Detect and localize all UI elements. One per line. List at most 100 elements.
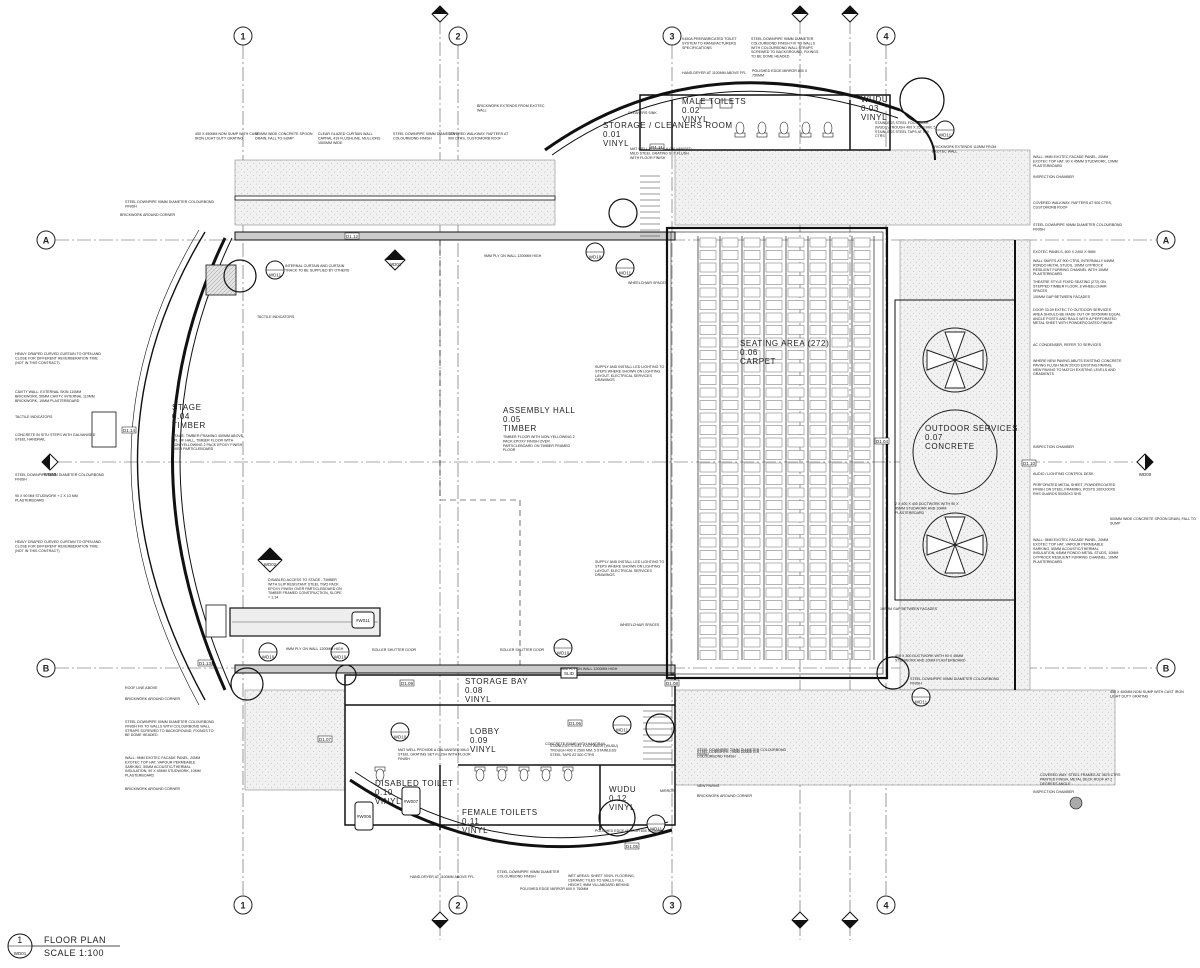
- seat-row: [831, 612, 849, 623]
- seat-row: [721, 437, 739, 448]
- svg-text:D1.10: D1.10: [1023, 461, 1036, 466]
- detail-bubble: WD11: [911, 687, 931, 707]
- seat-row: [721, 325, 739, 335]
- wc-pan: [800, 121, 812, 138]
- seat-row: [721, 587, 739, 598]
- seat-row: [831, 250, 849, 260]
- drawing-number: 1: [17, 935, 23, 945]
- grid-bubble-2-top: 2: [448, 26, 468, 46]
- svg-text:STORAGE / CLEANERS ROOM: STORAGE / CLEANERS ROOM: [603, 121, 733, 130]
- seat-row: [721, 475, 739, 485]
- seat-row: [699, 437, 717, 448]
- seat-row: [699, 462, 717, 473]
- door-tag: D1.06: [567, 719, 583, 727]
- seat-row: [743, 475, 761, 485]
- seat-row: [765, 262, 783, 273]
- seat-row: [853, 512, 871, 523]
- seat-row: [765, 475, 783, 485]
- section-marker-right: WD00: [1136, 453, 1154, 477]
- seat-row: [699, 312, 717, 323]
- seat-row: [787, 575, 805, 585]
- seat-row: [743, 650, 761, 660]
- seat-row: [743, 525, 761, 535]
- section-markers: WD00 WD00 WD01 WD02: [41, 5, 1154, 929]
- building-walls: [130, 81, 1016, 849]
- seat-row: [831, 237, 849, 248]
- seat-row: [721, 387, 739, 398]
- seat-row: [831, 337, 849, 348]
- seat-row: [699, 512, 717, 523]
- seat-row: [765, 575, 783, 585]
- seat-row: [721, 625, 739, 635]
- seat-row: [765, 500, 783, 510]
- seat-row: [743, 237, 761, 248]
- section-marker-wd01-a: WD01: [384, 249, 406, 271]
- seat-row: [809, 587, 827, 598]
- seat-row: [853, 500, 871, 510]
- toilet-fixtures: [374, 99, 834, 782]
- note-bottom: NEW PAVING: [697, 784, 720, 788]
- drawing-title-block: 1 WD01 FLOOR PLAN SCALE 1:100: [7, 933, 120, 959]
- seat-row: [809, 237, 827, 248]
- seat-row: [721, 425, 739, 435]
- svg-text:4: 4: [883, 901, 888, 911]
- door-tag: D1.05: [624, 842, 640, 850]
- seat-row: [809, 575, 827, 585]
- seat-row: [721, 525, 739, 535]
- seat-row: [743, 425, 761, 435]
- outer-roof-curve: [136, 231, 206, 701]
- svg-text:0.04: 0.04: [172, 412, 190, 421]
- seat-row: [787, 562, 805, 573]
- seat-row: [787, 325, 805, 335]
- door-tag: D1.14: [121, 426, 137, 434]
- seat-row: [787, 375, 805, 385]
- seat-row: [721, 600, 739, 610]
- seat-row: [831, 450, 849, 460]
- seat-row: [765, 287, 783, 298]
- svg-text:WD00: WD00: [44, 472, 57, 477]
- seat-row: [721, 512, 739, 523]
- svg-text:WD02: WD02: [264, 562, 277, 567]
- seat-row: [809, 350, 827, 360]
- seat-row: [699, 275, 717, 285]
- wc-pan: [518, 766, 530, 782]
- seat-row: [743, 412, 761, 423]
- svg-text:0.06: 0.06: [740, 348, 758, 357]
- seat-row: [831, 650, 849, 660]
- seat-row: [699, 412, 717, 423]
- seat-row: [853, 550, 871, 560]
- seat-row: [853, 487, 871, 498]
- svg-text:WD00: WD00: [1139, 472, 1152, 477]
- seat-row: [765, 625, 783, 635]
- seat-row: [809, 537, 827, 548]
- section-marker-top-1: [431, 5, 449, 23]
- detail-callouts: [223, 77, 945, 837]
- seat-row: [743, 550, 761, 560]
- seat-row: [831, 637, 849, 648]
- seat-row: [743, 562, 761, 573]
- svg-text:WD11: WD11: [939, 133, 952, 138]
- svg-text:CONCRETE: CONCRETE: [925, 442, 975, 451]
- seat-row: [721, 262, 739, 273]
- seat-row: [809, 375, 827, 385]
- seat-row: [809, 562, 827, 573]
- seat-row: [721, 537, 739, 548]
- seat-row: [743, 400, 761, 410]
- seat-row: [853, 575, 871, 585]
- seat-row: [787, 287, 805, 298]
- door-tag: SLID: [560, 667, 578, 679]
- seat-row: [743, 337, 761, 348]
- seat-row: [853, 387, 871, 398]
- paving-areas: [234, 149, 1116, 791]
- seat-row: [765, 550, 783, 560]
- svg-text:WD11: WD11: [650, 827, 663, 832]
